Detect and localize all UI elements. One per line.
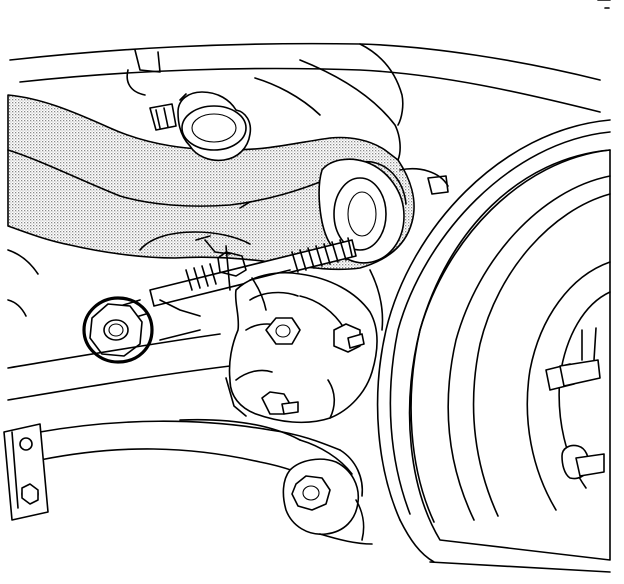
crossmember-lines: [7, 249, 231, 401]
upper-mount-bolt: [149, 91, 252, 162]
wheel-stud-lower: [561, 444, 605, 480]
upper-arm-nut: [82, 296, 154, 364]
brake-drum: [376, 119, 611, 573]
bolt-threads: [185, 237, 353, 291]
upper-arm-bushing-barrel: [318, 158, 449, 264]
knuckle-bolt-upper: [265, 317, 301, 345]
stabilizer-link-bushing: [282, 458, 373, 545]
upper-arm-bolt: [99, 237, 357, 327]
knuckle-stud-right: [333, 323, 365, 353]
misc-detail-lines: [159, 235, 384, 331]
knuckle-stud-lower: [261, 391, 299, 415]
vehicle-frame-lines: [9, 0, 611, 161]
wheel-stud-upper: [545, 359, 601, 391]
